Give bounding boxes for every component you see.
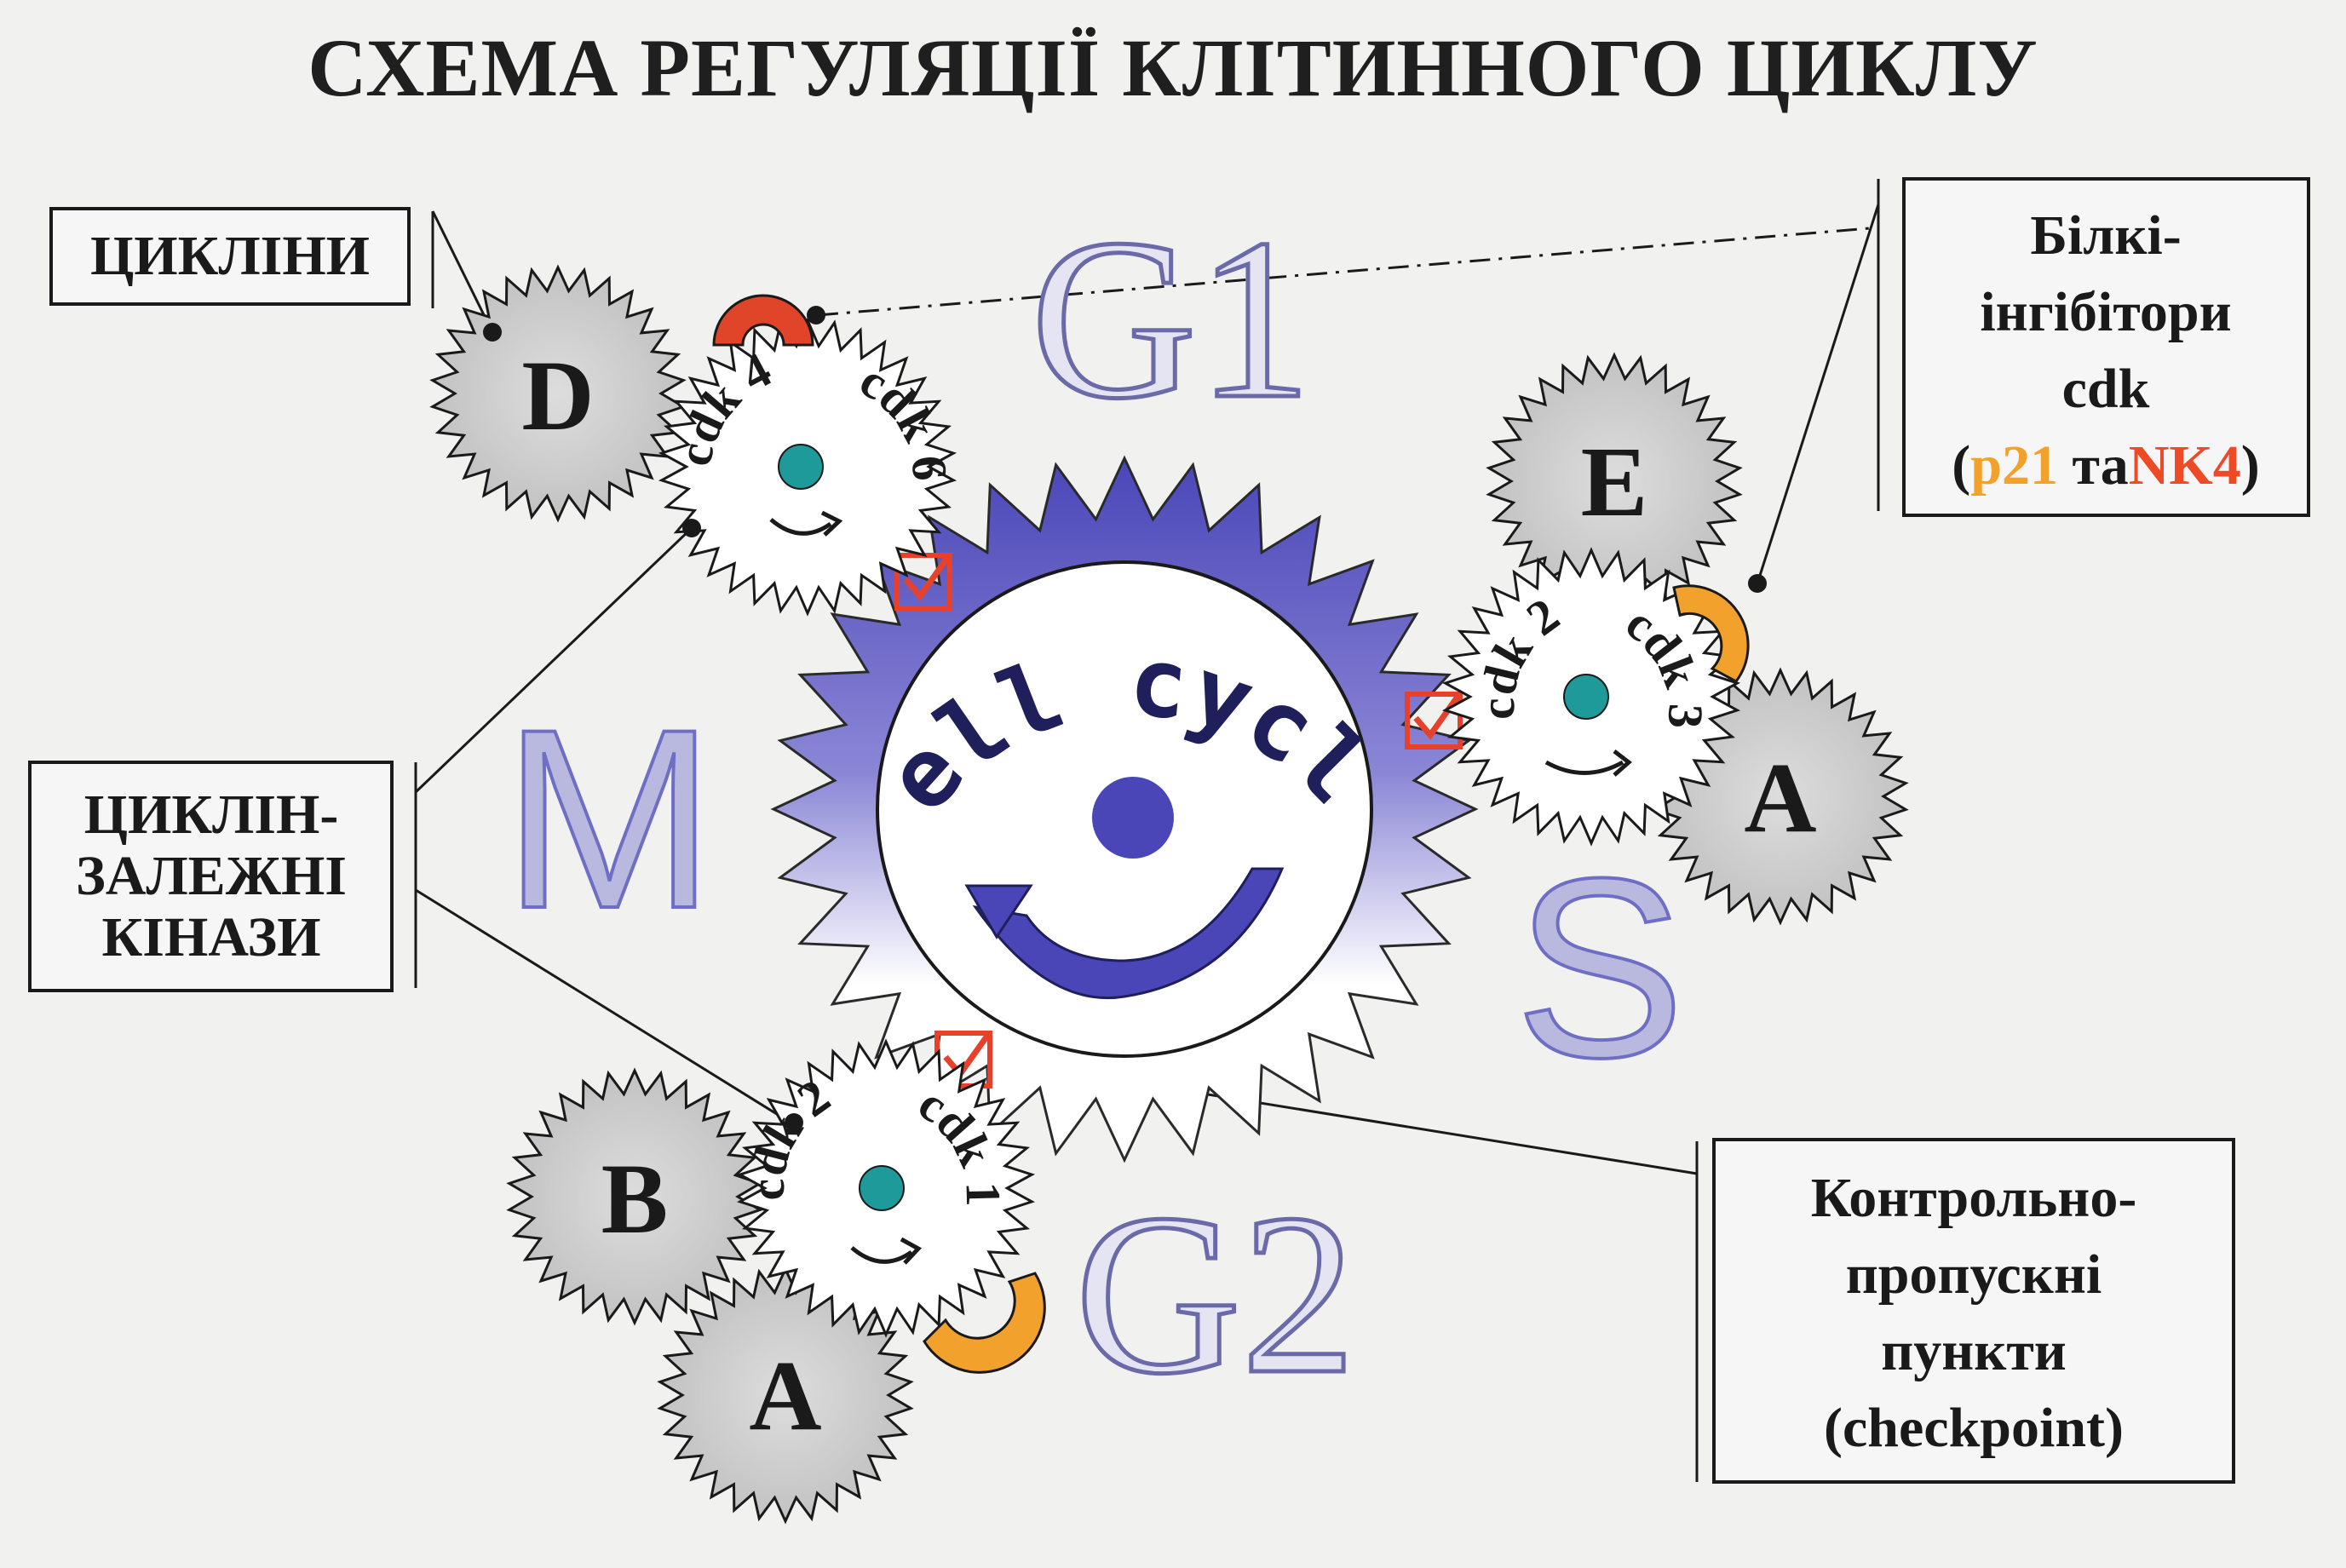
cdk-gears: cdk 4 cdk 6 cdk 2 cdk 3 cdk 2 cdk 1: [658, 317, 1741, 1338]
rotation-arrow-head-icon: [820, 510, 843, 537]
inhibitors-label-line2: інгібітори: [1980, 281, 2231, 343]
cdk-connector-top: [414, 526, 693, 794]
phase-g1-label: G1: [1031, 192, 1312, 446]
cdk-right-gear: cdk 2 cdk 3: [1441, 547, 1741, 847]
rotation-arrow-head-icon: [900, 1237, 923, 1265]
connector-dot: [785, 1113, 803, 1132]
phase-m-label: M: [503, 675, 716, 962]
checkpoint-label-line4: (checkpoint): [1824, 1397, 2124, 1459]
page-title: СХЕМА РЕГУЛЯЦІЇ КЛІТИННОГО ЦИКЛУ: [308, 22, 2038, 113]
inhibitor-arc-bottom: [923, 1272, 1046, 1374]
cyclin-a-bottom-gear: A: [657, 1266, 914, 1525]
connector-dot: [483, 323, 502, 342]
inhibitors-p21: p21: [1970, 434, 2058, 497]
checkpoint-label-line2: пропускні: [1846, 1243, 2102, 1306]
inhibitor-dashdot-line: [817, 227, 1871, 317]
big-gear-hub: [1092, 777, 1174, 859]
cyclins-connector: [431, 210, 494, 333]
cdk-connector-bottom: [415, 888, 791, 1124]
inhibitors-label-line1: Білкі-: [2030, 204, 2181, 267]
cdk-top-left-gear: cdk 4 cdk 6: [658, 317, 958, 617]
connector-lines: [414, 179, 1880, 1482]
inhibitor-arcs: [712, 294, 1750, 1374]
inhibitors-box: [1902, 177, 2310, 517]
cyclin-b-label: B: [601, 1143, 669, 1255]
phase-s-label: S: [1515, 824, 1685, 1111]
inhibitors-label-line4: (p21 таNK4): [1952, 434, 2259, 497]
cdk-hub: [778, 444, 824, 490]
inhibitors-paren-close: ): [2241, 434, 2260, 497]
cdk-hub: [859, 1165, 905, 1211]
rotation-arrow-icon: [769, 518, 832, 536]
gear: [657, 1266, 914, 1525]
cyclin-a-right-label: A: [1744, 742, 1816, 853]
label-checkpoint: Контрольно- пропускні пункти (checkpoint…: [1712, 1138, 2235, 1484]
connector-dot: [807, 306, 825, 325]
inhibitors-paren-open: (: [1952, 434, 1970, 497]
cdk-box: [28, 761, 394, 992]
phase-g2-label: G2: [1075, 1167, 1356, 1422]
inhibitors-connector: [1756, 204, 1880, 584]
rotation-arrow-icon: [850, 1246, 913, 1264]
cdk-hub: [1563, 674, 1609, 720]
label-inhibitors: Білкі- інгібітори cdk (p21 таNK4): [1902, 177, 2310, 517]
cyclins-box: [49, 207, 411, 306]
label-cdk: ЦИКЛІН- ЗАЛЕЖНІ КІНАЗИ: [28, 761, 394, 992]
cdk-label-line3: КІНАЗИ: [101, 906, 320, 968]
checkpoint-box: [1712, 1138, 2235, 1484]
gear: [506, 1067, 763, 1326]
cyclin-b-gear: B: [506, 1067, 763, 1326]
inhibitor-arc-top: [712, 294, 814, 347]
checkpoint-label-line3: пункти: [1881, 1320, 2067, 1382]
cyclin-a-bottom-label: A: [749, 1340, 821, 1451]
inhibitors-label-line3: cdk: [2062, 358, 2150, 420]
cdk-label-line2: ЗАЛЕЖНІ: [76, 845, 347, 907]
inhibitor-arc-right: [1672, 584, 1750, 683]
cyclin-e-gear: E: [1486, 352, 1743, 611]
rotation-arrow-head-icon: [1613, 750, 1632, 777]
inhibitors-nk4: NK4: [2129, 434, 2241, 497]
checkpoint-label-line1: Контрольно-: [1811, 1167, 2137, 1229]
connector-dots: [483, 306, 1767, 1132]
curved-arrow-icon: [972, 867, 1285, 1000]
cdk-label-line1: ЦИКЛІН-: [84, 784, 339, 846]
cyclin-d-gear: D: [429, 264, 687, 523]
connector-dot: [682, 519, 701, 537]
cdk-bottom-gear: cdk 2 cdk 1: [736, 1038, 1036, 1338]
cyclin-e-label: E: [1581, 426, 1648, 537]
connector-dot: [1748, 574, 1767, 593]
cyclin-d-label: D: [521, 340, 594, 451]
curved-arrow-head-icon: [964, 884, 1033, 939]
rotation-arrow-icon: [1544, 760, 1624, 775]
inhibitors-ta: та: [2058, 434, 2129, 497]
cyclins-label: ЦИКЛІНИ: [90, 225, 370, 287]
label-cyclins: ЦИКЛІНИ: [49, 207, 411, 306]
